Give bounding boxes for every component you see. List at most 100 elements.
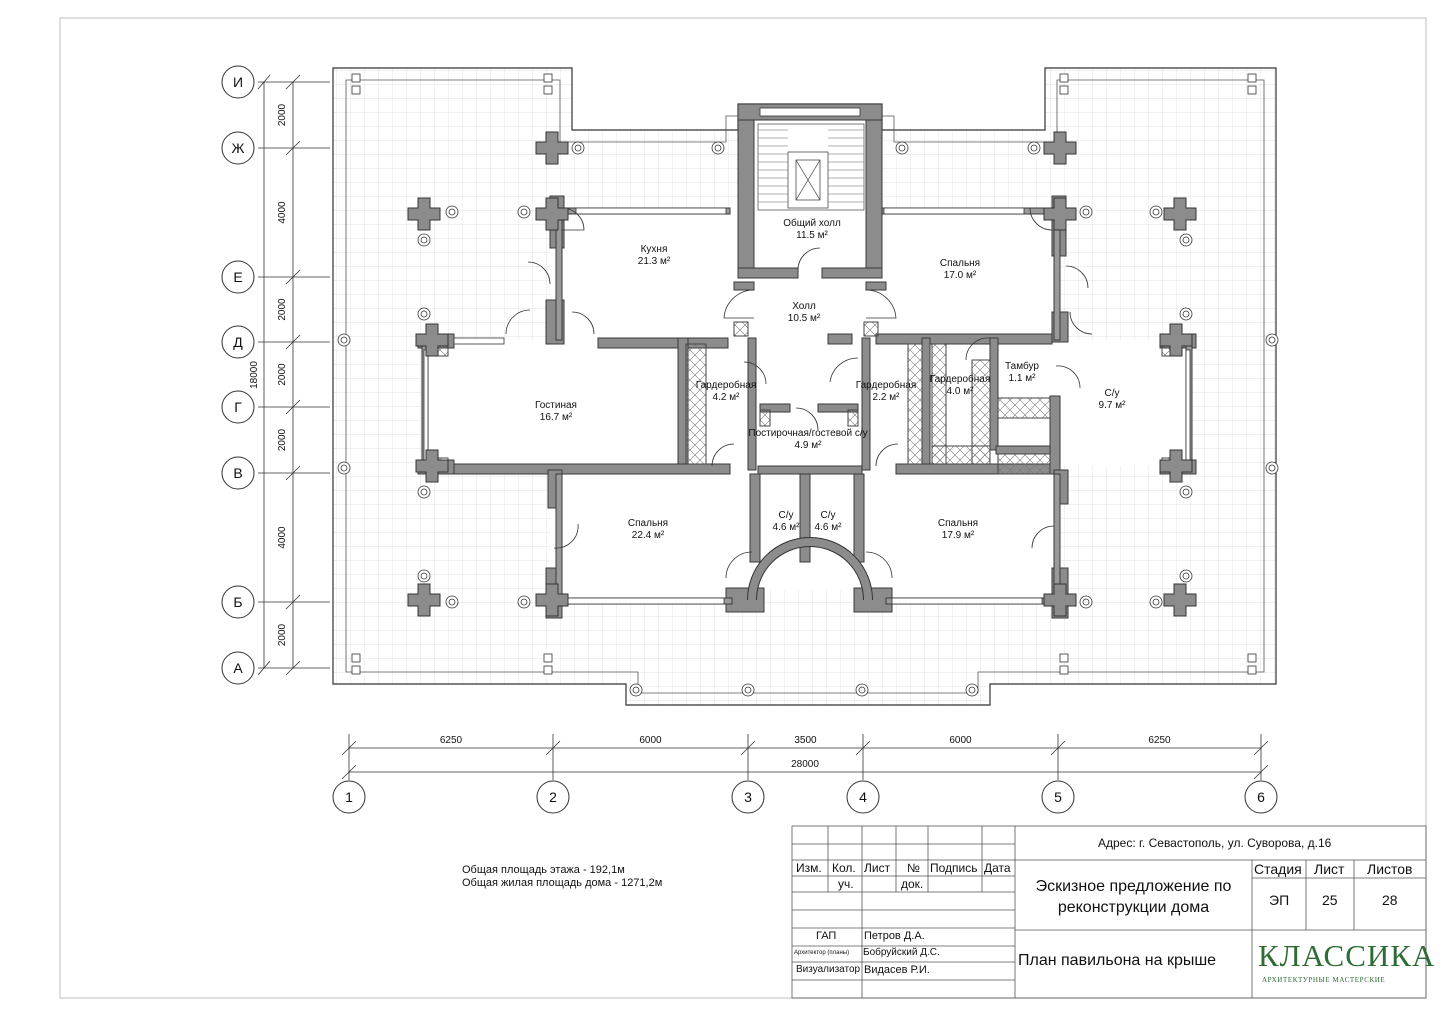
col-bubble-3 — [846, 780, 880, 814]
stage-value: ЭП — [1269, 892, 1290, 908]
wall-31 — [749, 473, 761, 563]
col-axis-5: 5 — [1041, 780, 1075, 814]
name-gap: Петров Д.А. — [864, 930, 925, 942]
room-area-1: 21.3 м² — [638, 256, 671, 267]
dim-v-tick-1 — [285, 140, 301, 156]
col-axis-1: 1 — [332, 780, 366, 814]
marker-3 — [1247, 73, 1257, 83]
sheet-value: 25 — [1322, 892, 1338, 908]
pillar-5 — [1043, 197, 1077, 231]
column-core-27 — [1182, 488, 1190, 496]
row-dim-6: 2000 — [277, 623, 288, 646]
column-core-5 — [1152, 208, 1160, 216]
marker-6 — [1059, 85, 1069, 95]
marker-8 — [351, 653, 361, 663]
dim-h-tick-2 — [740, 740, 756, 756]
wall-33 — [853, 473, 865, 563]
door-20 — [865, 551, 893, 579]
room-name-13: С/у — [821, 510, 836, 521]
column-core-8 — [420, 236, 428, 244]
room-area-7: 4.0 м² — [947, 386, 975, 397]
door-12 — [795, 407, 819, 431]
area-notes: Общая площадь этажа - 192,1м Общая жилая… — [462, 864, 662, 890]
hdr-date: Дата — [984, 861, 1011, 875]
pillar-1 — [1043, 131, 1077, 165]
dimension-lines — [257, 74, 1269, 780]
wall-19 — [921, 337, 931, 467]
col-label-4: 5 — [1054, 789, 1062, 805]
col-axis-2: 2 — [536, 780, 570, 814]
door-4 — [1029, 207, 1053, 231]
marker-1 — [543, 73, 553, 83]
column-core-9 — [1182, 236, 1190, 244]
room-name-5: Гардеробная — [696, 379, 757, 391]
pillar-8 — [535, 583, 569, 617]
column-core-2 — [898, 144, 906, 152]
marker-7 — [1247, 85, 1257, 95]
pillar-7 — [1163, 583, 1197, 617]
window-4 — [1185, 349, 1191, 461]
room-area-0: 11.5 м² — [796, 230, 828, 241]
column-core-10 — [340, 336, 348, 344]
col-dim-4: 6250 — [1148, 735, 1171, 746]
name-architect: Бобруйский Д.С. — [863, 947, 940, 958]
row-dim-2: 2000 — [277, 298, 288, 321]
hdr-num: № — [907, 861, 920, 875]
row-bubble-4 — [221, 390, 255, 424]
room-area-3: 10.5 м² — [788, 313, 821, 324]
row-label-5: В — [233, 465, 242, 481]
dim-h-tick-3 — [855, 740, 871, 756]
drawing-title: План павильона на крыше — [1018, 952, 1217, 969]
col-dim-0: 6250 — [440, 735, 463, 746]
room-area-6: 2.2 м² — [873, 392, 901, 403]
column-core-0 — [574, 144, 582, 152]
pillar-12 — [415, 449, 449, 483]
room-name-7: Гардеробная — [930, 373, 991, 385]
room-name-9: С/у — [1105, 388, 1120, 399]
col-dim-2: 3500 — [794, 735, 817, 746]
round-columns — [337, 141, 1279, 697]
role-gap: ГАП — [816, 930, 837, 942]
col-dim-1: 6000 — [639, 735, 662, 746]
wall-38 — [995, 445, 1051, 455]
pillar-11 — [1159, 323, 1193, 357]
row-bubble-2 — [221, 260, 255, 294]
marker-15 — [1247, 665, 1257, 675]
thin-wall-9 — [1053, 473, 1061, 603]
project-title: Эскизное предложение по реконструкции до… — [1035, 878, 1232, 916]
wall-23 — [817, 403, 859, 413]
room-area-9: 9.7 м² — [1099, 400, 1127, 411]
sheets-label: Листов — [1367, 861, 1413, 877]
column-core-19 — [1082, 598, 1090, 606]
door-9 — [797, 247, 821, 271]
wall-18 — [861, 337, 871, 471]
wall-36 — [725, 587, 765, 613]
role-visualizer: Визуализатор — [796, 964, 861, 975]
row-axis-Д: Д — [221, 325, 255, 359]
pillar-2 — [407, 197, 441, 231]
terrace-pillars — [351, 73, 1257, 675]
row-label-2: Е — [233, 269, 242, 285]
row-axis-Ж: Ж — [221, 131, 255, 165]
marker-2 — [1059, 73, 1069, 83]
pillar-13 — [1159, 449, 1193, 483]
door-7 — [723, 289, 755, 319]
dim-h-total-tick-r — [1253, 764, 1269, 780]
door-14 — [875, 443, 899, 467]
stair-steps — [758, 129, 864, 203]
door-13 — [711, 443, 735, 467]
column-core-25 — [1182, 310, 1190, 318]
wall-13 — [597, 337, 729, 349]
column-core-11 — [1268, 336, 1276, 344]
window-1 — [575, 207, 727, 215]
dim-v-tick-6 — [285, 594, 301, 610]
row-bubble-6 — [221, 585, 255, 619]
marker-9 — [543, 653, 553, 663]
row-axis-В: В — [221, 456, 255, 490]
door-17 — [553, 523, 579, 549]
room-name-4: Тамбур — [1005, 360, 1039, 372]
wall-0 — [737, 103, 755, 273]
role-architect: Архитектор (планы) — [794, 950, 850, 956]
